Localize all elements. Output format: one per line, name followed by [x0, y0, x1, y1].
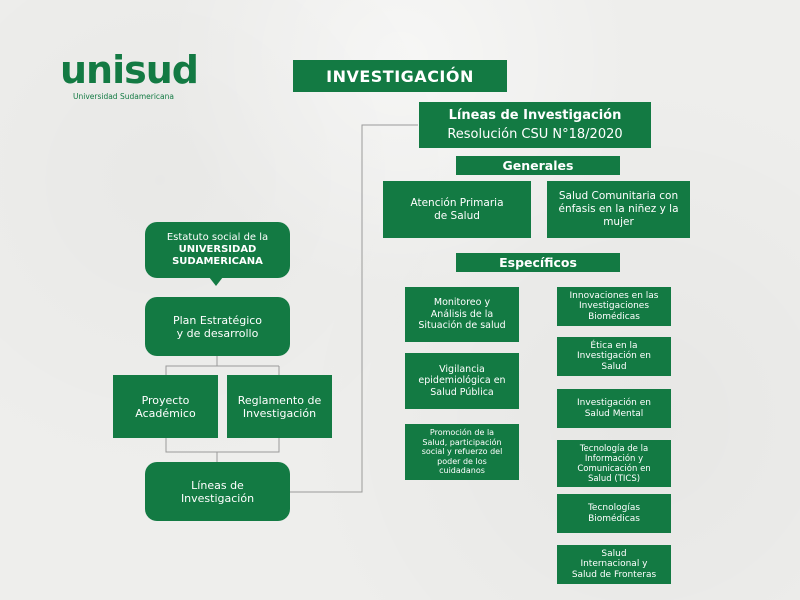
especifico-salud-mental: Investigación en Salud Mental [557, 389, 671, 428]
especifico-etica: Ética en la Investigación en Salud [557, 337, 671, 376]
unisud-logo: unisud Universidad Sudamericana [60, 50, 200, 106]
connector-plan-to-branches [165, 356, 218, 375]
connector-lineas-to-header [290, 124, 418, 493]
especifico-promocion: Promoción de la Salud, participación soc… [405, 424, 519, 480]
especifico-innovaciones: Innovaciones en las Investigaciones Biom… [557, 287, 671, 326]
reglamento-investigacion-box: Reglamento de Investigación [227, 375, 332, 438]
page-title: INVESTIGACIÓN [293, 60, 507, 92]
estatuto-bubble: Estatuto social de la UNIVERSIDAD SUDAME… [145, 222, 290, 278]
logo-subtitle: Universidad Sudamericana [73, 92, 174, 101]
especifico-tecnologias-biomedicas: Tecnologías Biomédicas [557, 494, 671, 533]
estatuto-intro: Estatuto social de la [166, 232, 269, 243]
lineas-header-line2: Resolución CSU N°18/2020 [447, 127, 623, 142]
especificos-label: Específicos [456, 253, 620, 272]
lineas-header-line1: Líneas de Investigación [448, 108, 622, 123]
connector-branches-to-lineas [165, 438, 280, 453]
generales-item-salud-comunitaria: Salud Comunitaria con énfasis en la niñe… [547, 181, 690, 238]
especifico-vigilancia: Vigilancia epidemiológica en Salud Públi… [405, 353, 519, 409]
generales-item-atencion: Atención Primaria de Salud [383, 181, 531, 238]
estatuto-bubble-tail [209, 277, 223, 286]
logo-wordmark: unisud [60, 48, 199, 92]
plan-estrategico-box: Plan Estratégico y de desarrollo [145, 297, 290, 356]
lineas-investigacion-box: Líneas de Investigación [145, 462, 290, 521]
proyecto-academico-box: Proyecto Académico [113, 375, 218, 438]
estatuto-name: UNIVERSIDAD SUDAMERICANA [172, 244, 263, 267]
especifico-salud-internacional: Salud Internacional y Salud de Fronteras [557, 545, 671, 584]
especifico-monitoreo: Monitoreo y Análisis de la Situación de … [405, 287, 519, 342]
generales-label: Generales [456, 156, 620, 175]
lineas-header-box: Líneas de Investigación Resolución CSU N… [419, 102, 651, 148]
especifico-tics: Tecnología de la Información y Comunicac… [557, 440, 671, 487]
